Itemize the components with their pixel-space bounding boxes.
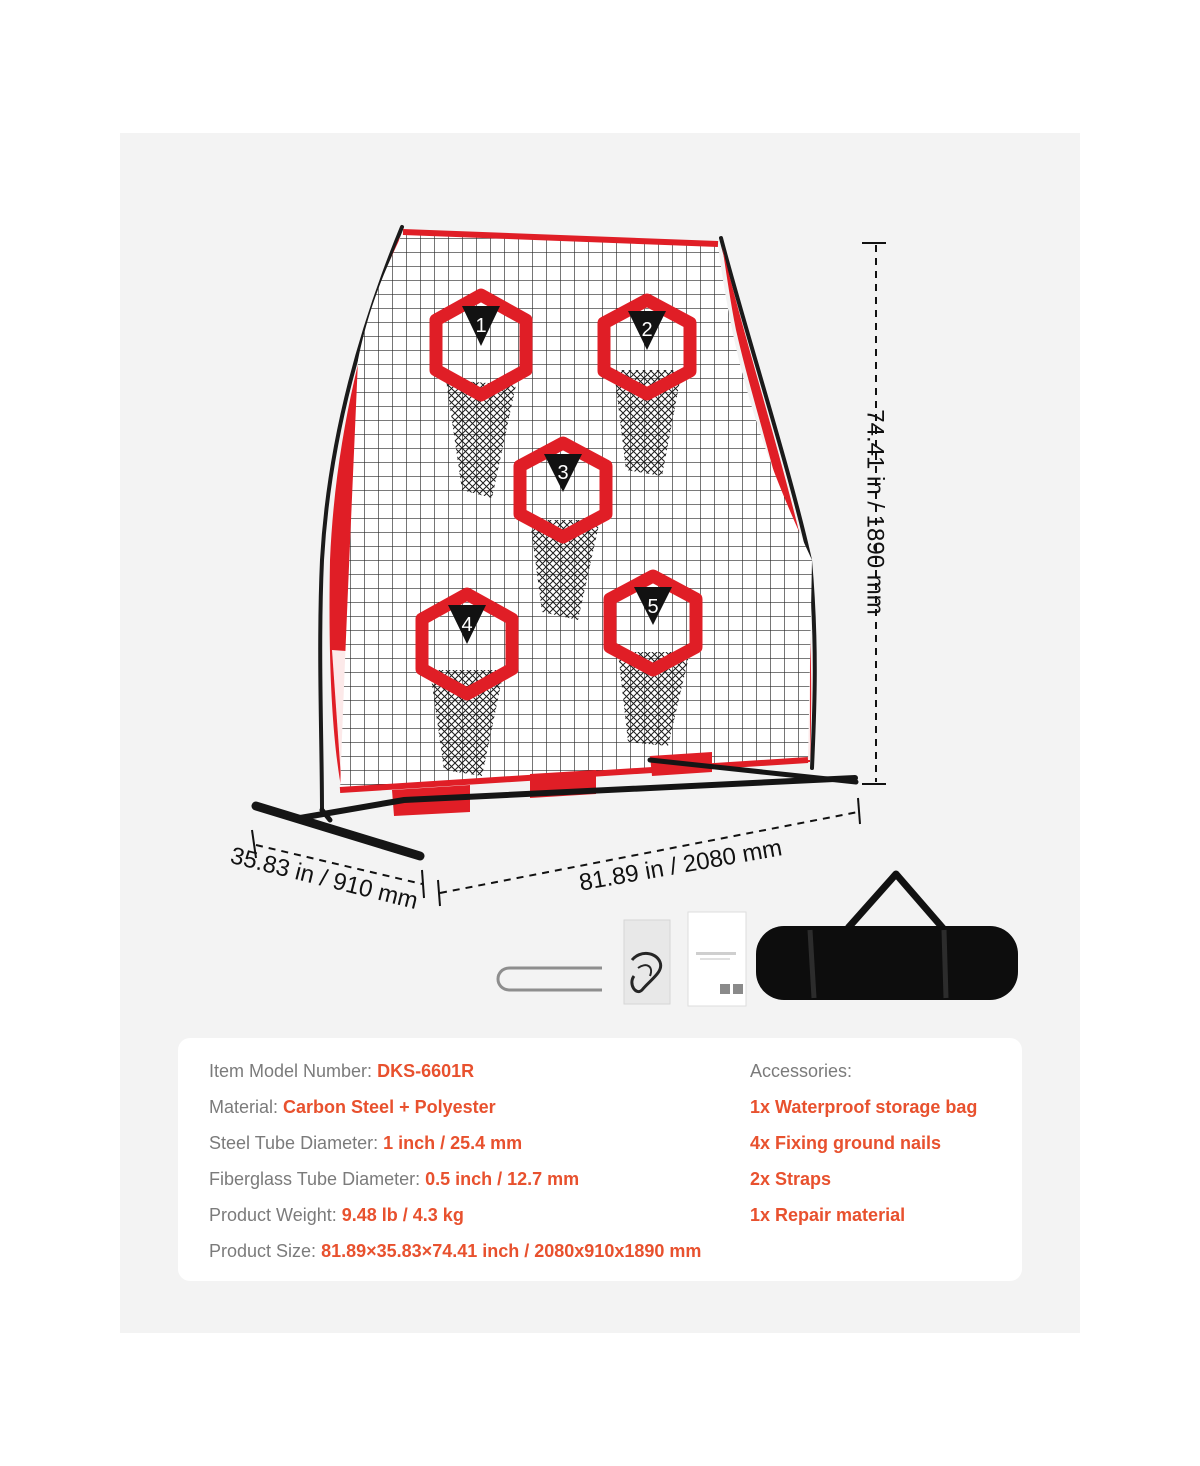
accessory-item: 4x Fixing ground nails — [750, 1133, 942, 1153]
target-number: 2 — [641, 319, 652, 341]
manual-icon — [687, 911, 747, 1007]
dimension-lines — [251, 242, 886, 907]
target-number: 1 — [475, 315, 486, 337]
target-flags — [448, 306, 672, 644]
spec-label: Steel Tube Diameter: — [209, 1133, 379, 1153]
accessory-item: 2x Straps — [750, 1169, 832, 1189]
spec-row-steel-tube: Steel Tube Diameter: 1 inch / 25.4 mm — [209, 1133, 522, 1153]
spec-value: Carbon Steel + Polyester — [283, 1097, 496, 1117]
cord-bag-icon — [623, 919, 671, 1005]
target-number: 4 — [461, 614, 472, 636]
base-frame — [251, 757, 859, 861]
spec-value: DKS-6601R — [377, 1061, 475, 1081]
target-rings — [415, 288, 703, 701]
spec-label: Product Weight: — [209, 1205, 337, 1225]
target-number: 5 — [647, 596, 658, 618]
spec-row-model: Item Model Number: DKS-6601R — [209, 1061, 474, 1081]
spec-card: Item Model Number: DKS-6601R Material: C… — [178, 1038, 1022, 1281]
spec-value: 9.48 lb / 4.3 kg — [341, 1205, 464, 1225]
spec-value: 0.5 inch / 12.7 mm — [425, 1169, 580, 1189]
spec-value: 1 inch / 25.4 mm — [383, 1133, 523, 1153]
spec-label: Product Size: — [209, 1241, 317, 1261]
spec-label: Fiberglass Tube Diameter: — [209, 1169, 421, 1189]
spec-row-weight: Product Weight: 9.48 lb / 4.3 kg — [209, 1205, 464, 1225]
height-dimension-label: 74.41 in / 1890 mm — [861, 409, 889, 615]
storage-bag-icon — [756, 870, 1018, 1000]
accessory-item: 1x Repair material — [750, 1205, 906, 1225]
accessory-item: 1x Waterproof storage bag — [750, 1097, 978, 1117]
target-number: 3 — [557, 462, 568, 484]
spec-row-size: Product Size: 81.89×35.83×74.41 inch / 2… — [209, 1241, 701, 1261]
ground-stake-icon — [496, 966, 602, 992]
spec-row-fiberglass-tube: Fiberglass Tube Diameter: 0.5 inch / 12.… — [209, 1169, 579, 1189]
target-pockets — [430, 370, 690, 776]
net-mesh — [340, 232, 812, 792]
spec-row-material: Material: Carbon Steel + Polyester — [209, 1097, 496, 1117]
spec-value: 81.89×35.83×74.41 inch / 2080x910x1890 m… — [321, 1241, 702, 1261]
spec-label: Item Model Number: — [209, 1061, 373, 1081]
spec-label: Material: — [209, 1097, 279, 1117]
accessories-title: Accessories: — [750, 1061, 853, 1081]
